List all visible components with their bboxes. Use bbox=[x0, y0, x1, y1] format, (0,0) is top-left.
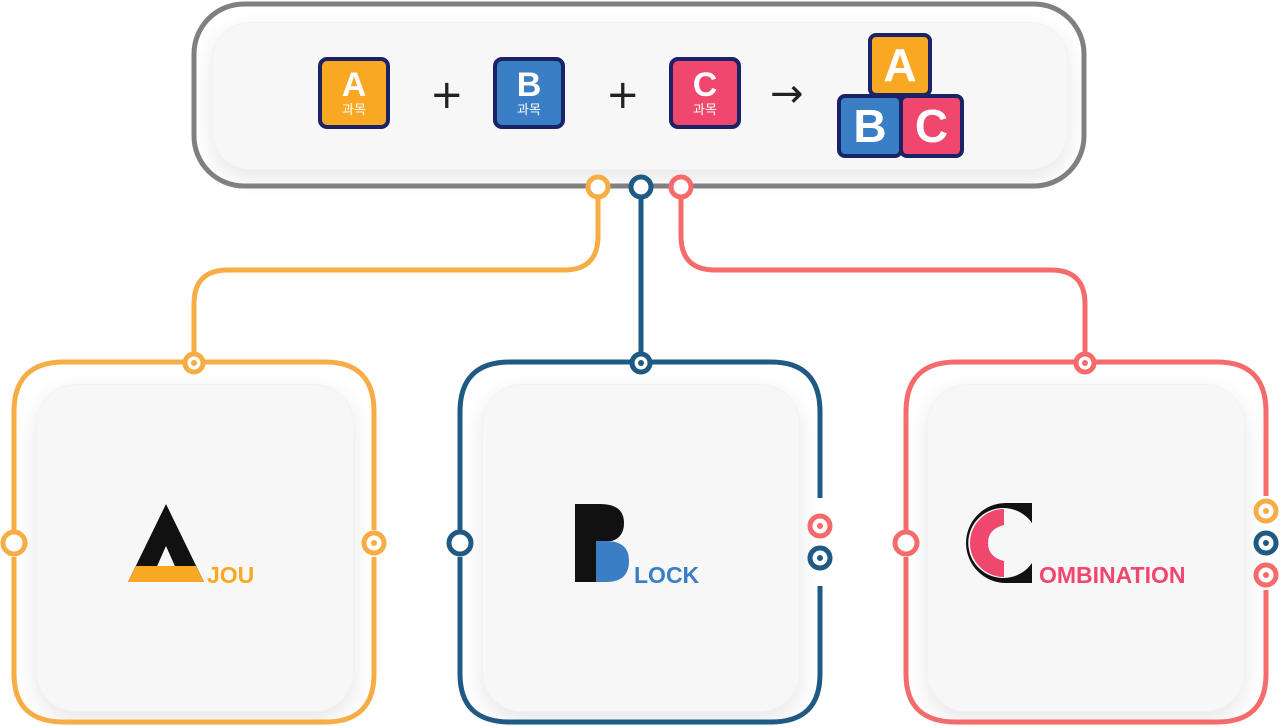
node-card-c-left bbox=[892, 529, 920, 557]
node-card-b-left bbox=[446, 529, 474, 557]
subject-a-label: 과목 bbox=[342, 103, 366, 118]
block-b-logo: B bbox=[574, 503, 629, 582]
ajou-card bbox=[36, 384, 354, 712]
connector-c bbox=[678, 198, 1088, 352]
ajou-word: JOU bbox=[207, 562, 255, 588]
result-block-c: C bbox=[899, 94, 964, 158]
subject-a-letter: A bbox=[341, 66, 367, 104]
plus-sign-1: + bbox=[430, 72, 464, 118]
node-card-a-left bbox=[0, 529, 28, 557]
combination-word: OMBINATION bbox=[1039, 562, 1186, 588]
result-block-a: A bbox=[868, 33, 932, 97]
combination-c-logo: C bbox=[966, 503, 1032, 583]
node-top-b bbox=[628, 174, 654, 200]
ajou-a-logo: A bbox=[126, 500, 204, 582]
node-top-a bbox=[585, 174, 611, 200]
block-card bbox=[482, 384, 800, 712]
block-letter: B bbox=[574, 503, 575, 504]
subject-c-block: C 과목 bbox=[669, 57, 741, 129]
subject-c-letter: C bbox=[692, 66, 718, 104]
plus-sign-2: + bbox=[606, 72, 640, 118]
ajou-letter: A bbox=[126, 500, 127, 501]
card-c-frame bbox=[903, 359, 1269, 725]
node-top-c bbox=[668, 174, 694, 200]
subject-b-letter: B bbox=[516, 66, 542, 104]
subject-b-label: 과목 bbox=[517, 103, 541, 118]
connector-a bbox=[191, 198, 601, 352]
result-block-b: B bbox=[837, 94, 903, 158]
arrow-icon: → bbox=[770, 71, 804, 117]
block-word: LOCK bbox=[634, 562, 700, 588]
subject-a-block: A 과목 bbox=[318, 57, 390, 129]
combination-letter: C bbox=[966, 503, 967, 504]
subject-c-label: 과목 bbox=[693, 103, 717, 118]
subject-b-block: B 과목 bbox=[493, 57, 565, 129]
